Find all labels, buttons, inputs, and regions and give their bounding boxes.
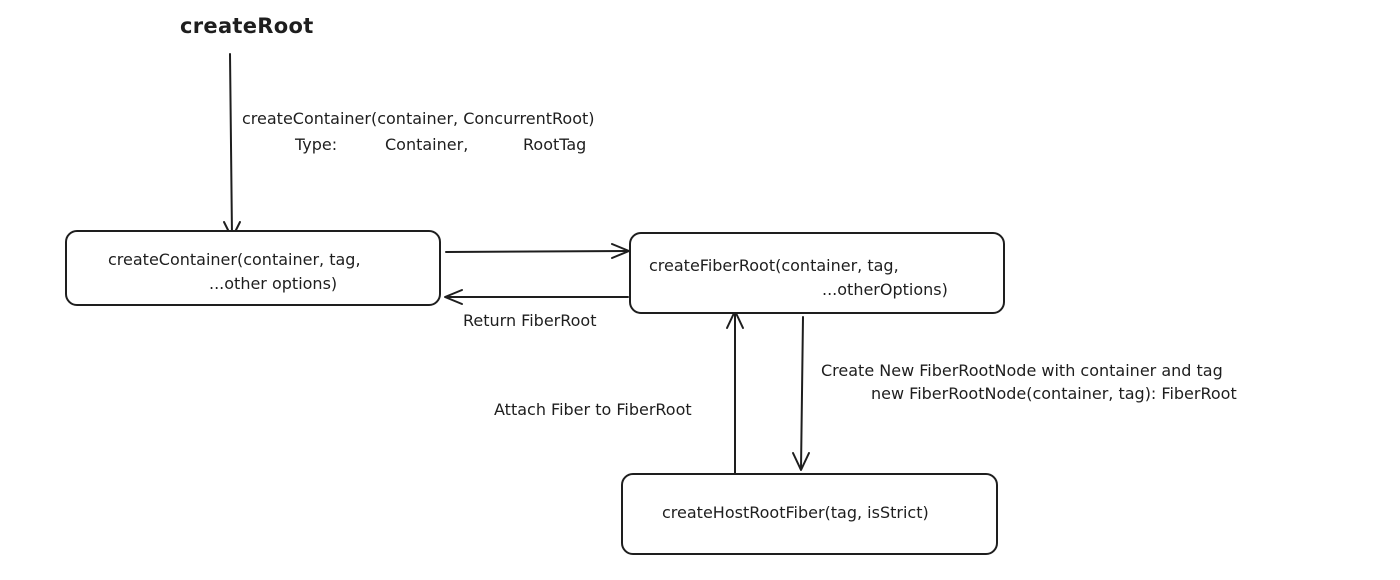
node-create-container-line2: ...other options) — [209, 274, 338, 293]
node-create-fiber-root: createFiberRoot(container, tag, ...other… — [629, 232, 1005, 314]
edge-label-return-fiber-root: Return FiberRoot — [463, 311, 597, 330]
edge-label-attach-fiber: Attach Fiber to FiberRoot — [494, 400, 692, 419]
edge-label-type-container: Container, — [385, 135, 469, 154]
arrow-fiber-root-to-host-root-fiber — [800, 316, 804, 470]
edge-label-new-fiber-root-node-signature: new FiberRootNode(container, tag): Fiber… — [871, 384, 1237, 403]
edge-label-type-caption: Type: — [295, 135, 338, 154]
edge-label-type-roottag: RootTag — [523, 135, 587, 154]
node-create-container-line1: createContainer(container, tag, — [108, 250, 361, 269]
node-create-host-root-fiber-line1: createHostRootFiber(tag, isStrict) — [662, 503, 929, 522]
edge-label-create-new-fiber-root-node: Create New FiberRootNode with container … — [821, 361, 1223, 380]
node-create-fiber-root-line2: ...otherOptions) — [822, 280, 948, 299]
root-node-label: createRoot — [180, 14, 314, 38]
arrowhead-fiber-root-to-host-root-fiber — [792, 452, 810, 471]
node-create-host-root-fiber: createHostRootFiber(tag, isStrict) — [621, 473, 998, 555]
node-create-fiber-root-line1: createFiberRoot(container, tag, — [649, 256, 899, 275]
edge-label-create-container-call: createContainer(container, ConcurrentRoo… — [242, 109, 595, 128]
node-create-container: createContainer(container, tag, ...other… — [65, 230, 441, 306]
arrow-container-to-fiber-root — [445, 250, 629, 253]
arrowhead-return-fiber-root — [444, 289, 463, 305]
arrow-root-to-create-container — [229, 53, 233, 237]
